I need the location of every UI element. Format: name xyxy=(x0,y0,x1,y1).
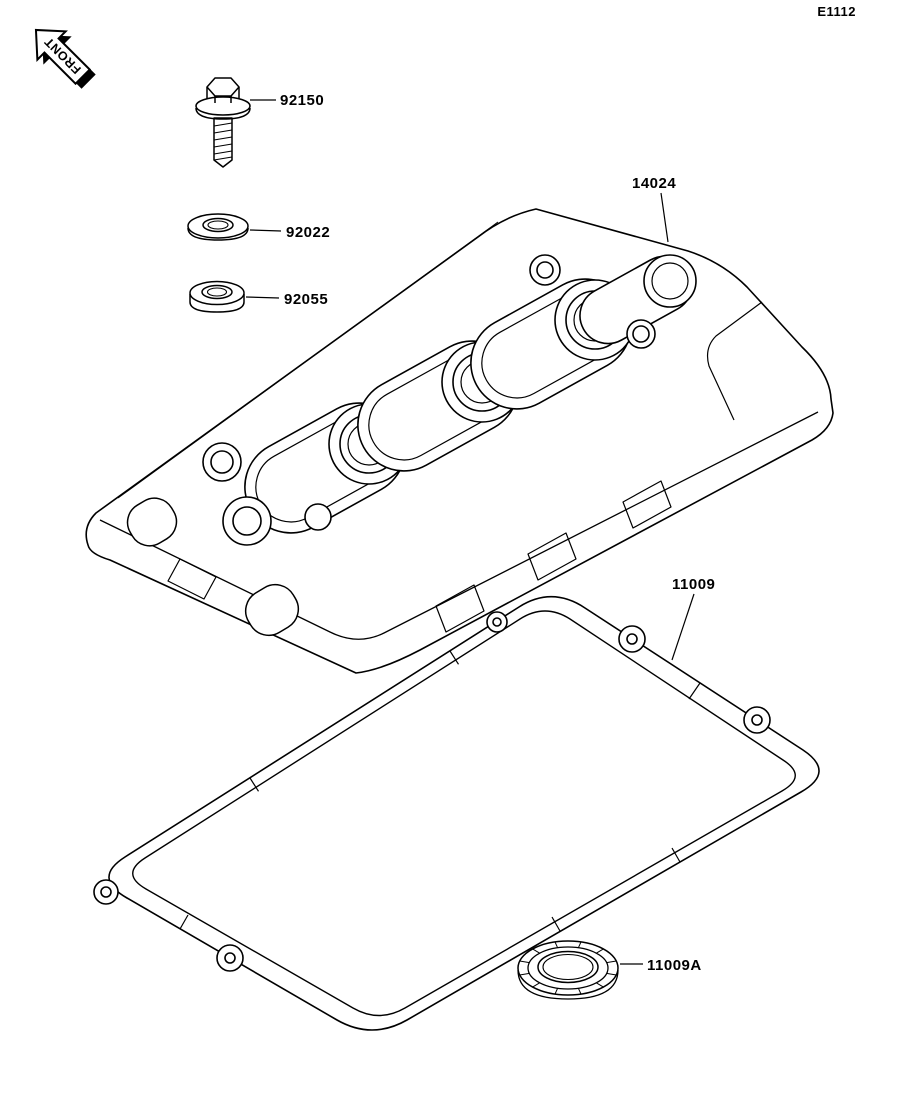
scallop-ticks xyxy=(519,941,617,995)
part-label-cover: 14024 xyxy=(632,175,676,192)
gasket-inner-outline xyxy=(132,610,796,1017)
valve-cover-hump xyxy=(579,254,697,345)
cover-bevel-line xyxy=(117,221,499,499)
bolt-flange xyxy=(195,96,251,116)
bolt-drawing xyxy=(195,77,251,168)
grommet-drawing xyxy=(189,280,245,313)
gasket-section-ticks xyxy=(179,650,701,932)
part-label-gasket: 11009 xyxy=(672,576,715,593)
page-code: E1112 xyxy=(817,4,856,19)
leader-cover xyxy=(660,192,669,243)
leader-grommet xyxy=(245,296,280,299)
washer-thickness xyxy=(187,227,249,241)
skirt-panels xyxy=(167,480,672,633)
part-label-bolt: 92150 xyxy=(280,92,324,109)
cover-end-step xyxy=(706,301,763,421)
part-label-grommet: 92055 xyxy=(284,291,328,308)
part-label-plug-gasket: 11009A xyxy=(647,957,702,974)
cover-end-boss xyxy=(244,583,300,637)
grommet-ring xyxy=(201,284,233,300)
plug-gasket-thickness xyxy=(517,969,619,1000)
cover-drawing xyxy=(85,208,834,674)
leader-washer xyxy=(249,229,282,232)
leader-gasket xyxy=(671,593,695,661)
cover-flange-edge xyxy=(99,411,819,640)
washer-drawing xyxy=(187,213,249,241)
bolt-hex-head xyxy=(206,77,240,97)
cover-bolt-bosses xyxy=(202,254,656,546)
thread-lines xyxy=(213,122,233,161)
gasket-drawing xyxy=(93,596,820,1031)
plug-gasket-drawing xyxy=(517,940,619,1000)
washer-hole xyxy=(202,217,234,233)
part-label-washer: 92022 xyxy=(286,224,330,241)
front-direction-arrow: FRONT xyxy=(20,14,103,96)
gasket-bolt-tabs xyxy=(93,611,771,972)
cover-end-boss xyxy=(126,497,178,547)
washer-hole-inner xyxy=(207,220,229,230)
bolt-flange-thickness xyxy=(195,107,251,120)
grommet-side xyxy=(189,294,245,313)
plug-gasket-mid xyxy=(527,946,609,990)
plug-gasket-hole-inner xyxy=(542,953,594,981)
plug-gasket-hole xyxy=(537,950,599,984)
grommet-hole xyxy=(206,287,228,297)
